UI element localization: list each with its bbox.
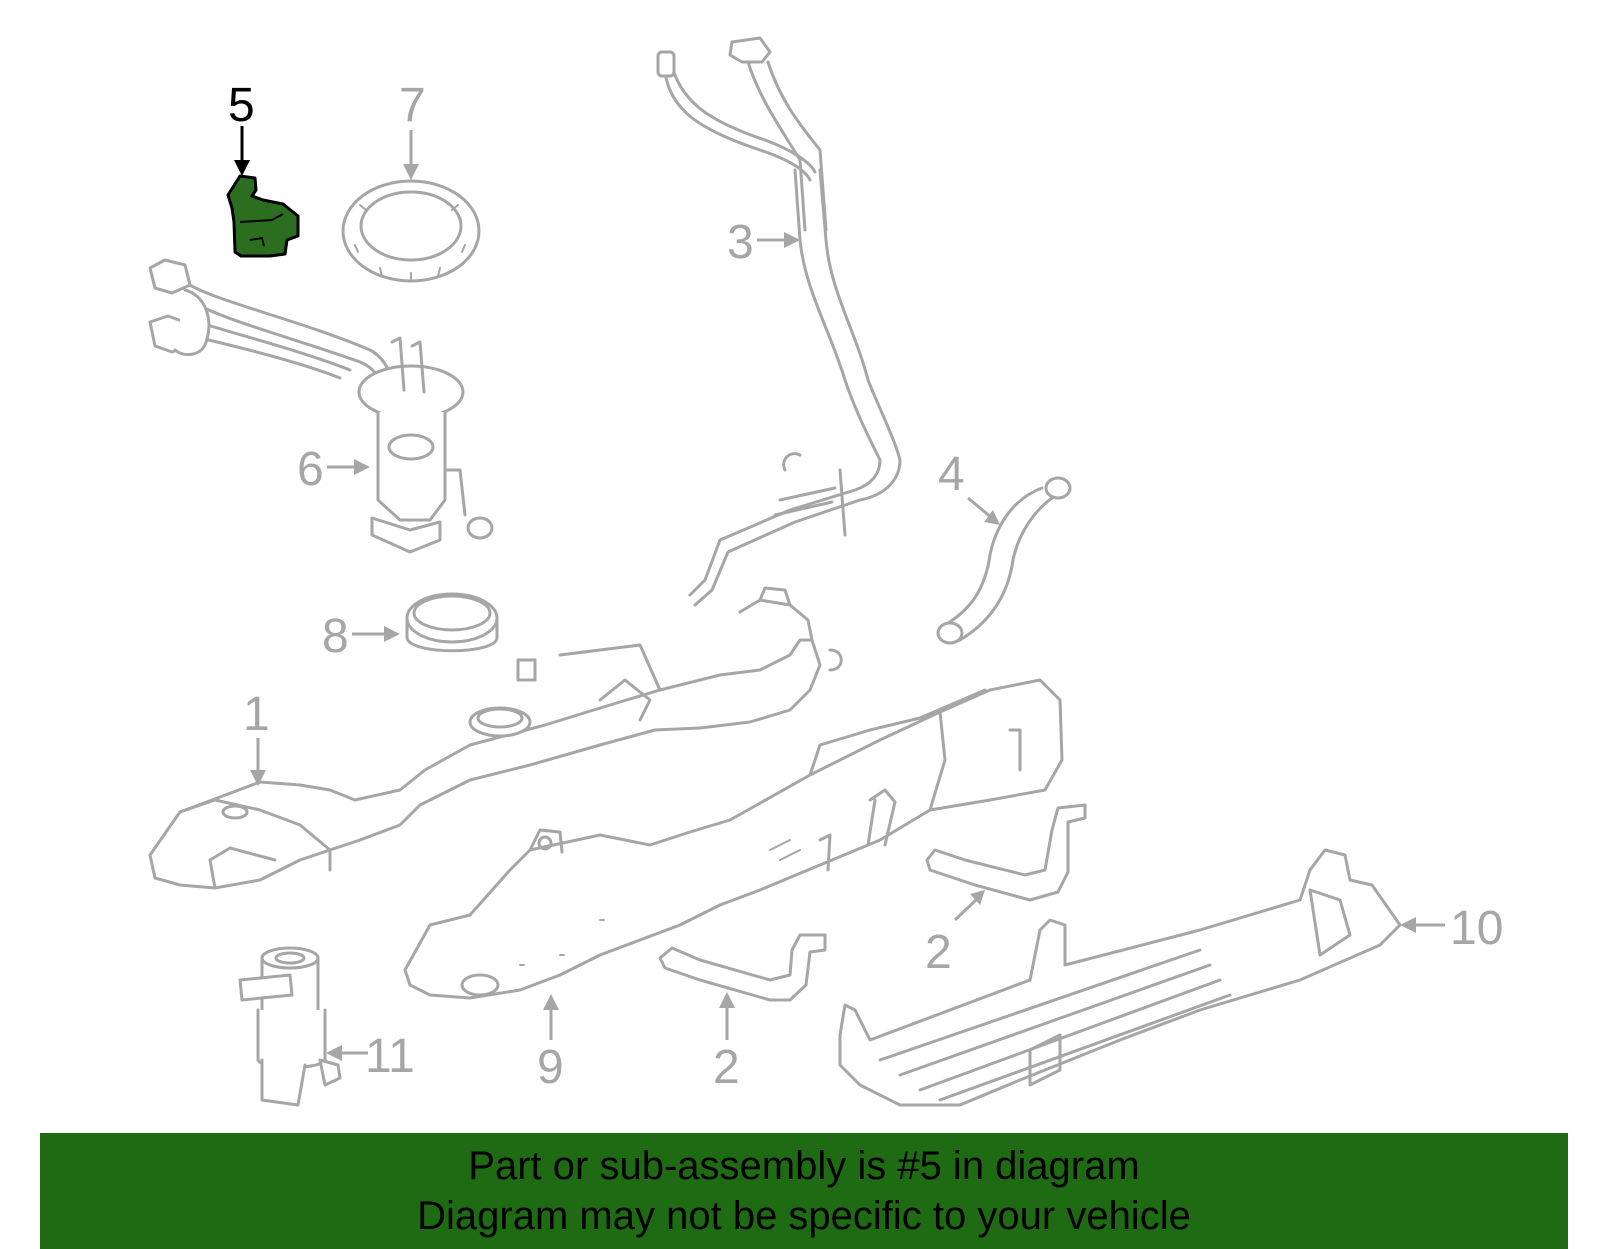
callout-5: 5 [228,79,255,132]
callout-3: 3 [727,216,754,269]
callout-3-group: 3 [727,216,800,269]
callout-8-group: 8 [322,610,400,663]
part-5-shape [226,174,300,258]
callout-2-lower: 2 [713,1041,740,1094]
part-3-filler-pipe[interactable] [656,36,902,607]
part-8-seal[interactable] [405,592,499,653]
banner-line-2: Diagram may not be specific to your vehi… [417,1194,1191,1238]
callout-5-group: 5 [228,79,255,176]
part-5-bracket[interactable] [226,174,300,258]
part-2-strap-lower[interactable] [658,933,827,1002]
callout-9: 9 [537,1041,564,1094]
part-5-detail [239,213,284,247]
callout-7-group: 7 [399,79,426,180]
callout-6: 6 [297,443,324,496]
callout-11: 11 [365,1030,415,1083]
callout-1-group: 1 [243,688,270,786]
part-7-lock-ring[interactable] [341,179,481,283]
callout-9-group: 9 [537,994,564,1094]
part-11-valve[interactable] [238,946,342,1107]
part-10-shield[interactable] [838,848,1402,1107]
callout-11-group: 11 [326,1030,415,1083]
part-2-strap-right[interactable] [925,803,1087,902]
callout-10-group: 10 [1400,902,1503,955]
info-banner: Part or sub-assembly is #5 in diagram Di… [40,1133,1568,1249]
callout-10: 10 [1450,902,1503,955]
part-4-hose[interactable] [936,476,1072,645]
callout-2-right: 2 [925,926,952,979]
callout-2b-group: 2 [713,992,740,1094]
callout-6-group: 6 [297,443,370,496]
callout-7: 7 [399,79,426,132]
part-6-fuel-pump-module[interactable] [148,258,494,554]
part-9-skid-frame[interactable] [403,678,1064,1000]
part-1-fuel-tank[interactable] [148,586,843,890]
callout-1: 1 [243,688,270,741]
banner-line-1: Part or sub-assembly is #5 in diagram [468,1144,1140,1188]
callout-4: 4 [938,448,965,501]
callout-2a-group: 2 [925,890,985,979]
callout-8: 8 [322,610,349,663]
callout-4-group: 4 [938,448,1000,525]
